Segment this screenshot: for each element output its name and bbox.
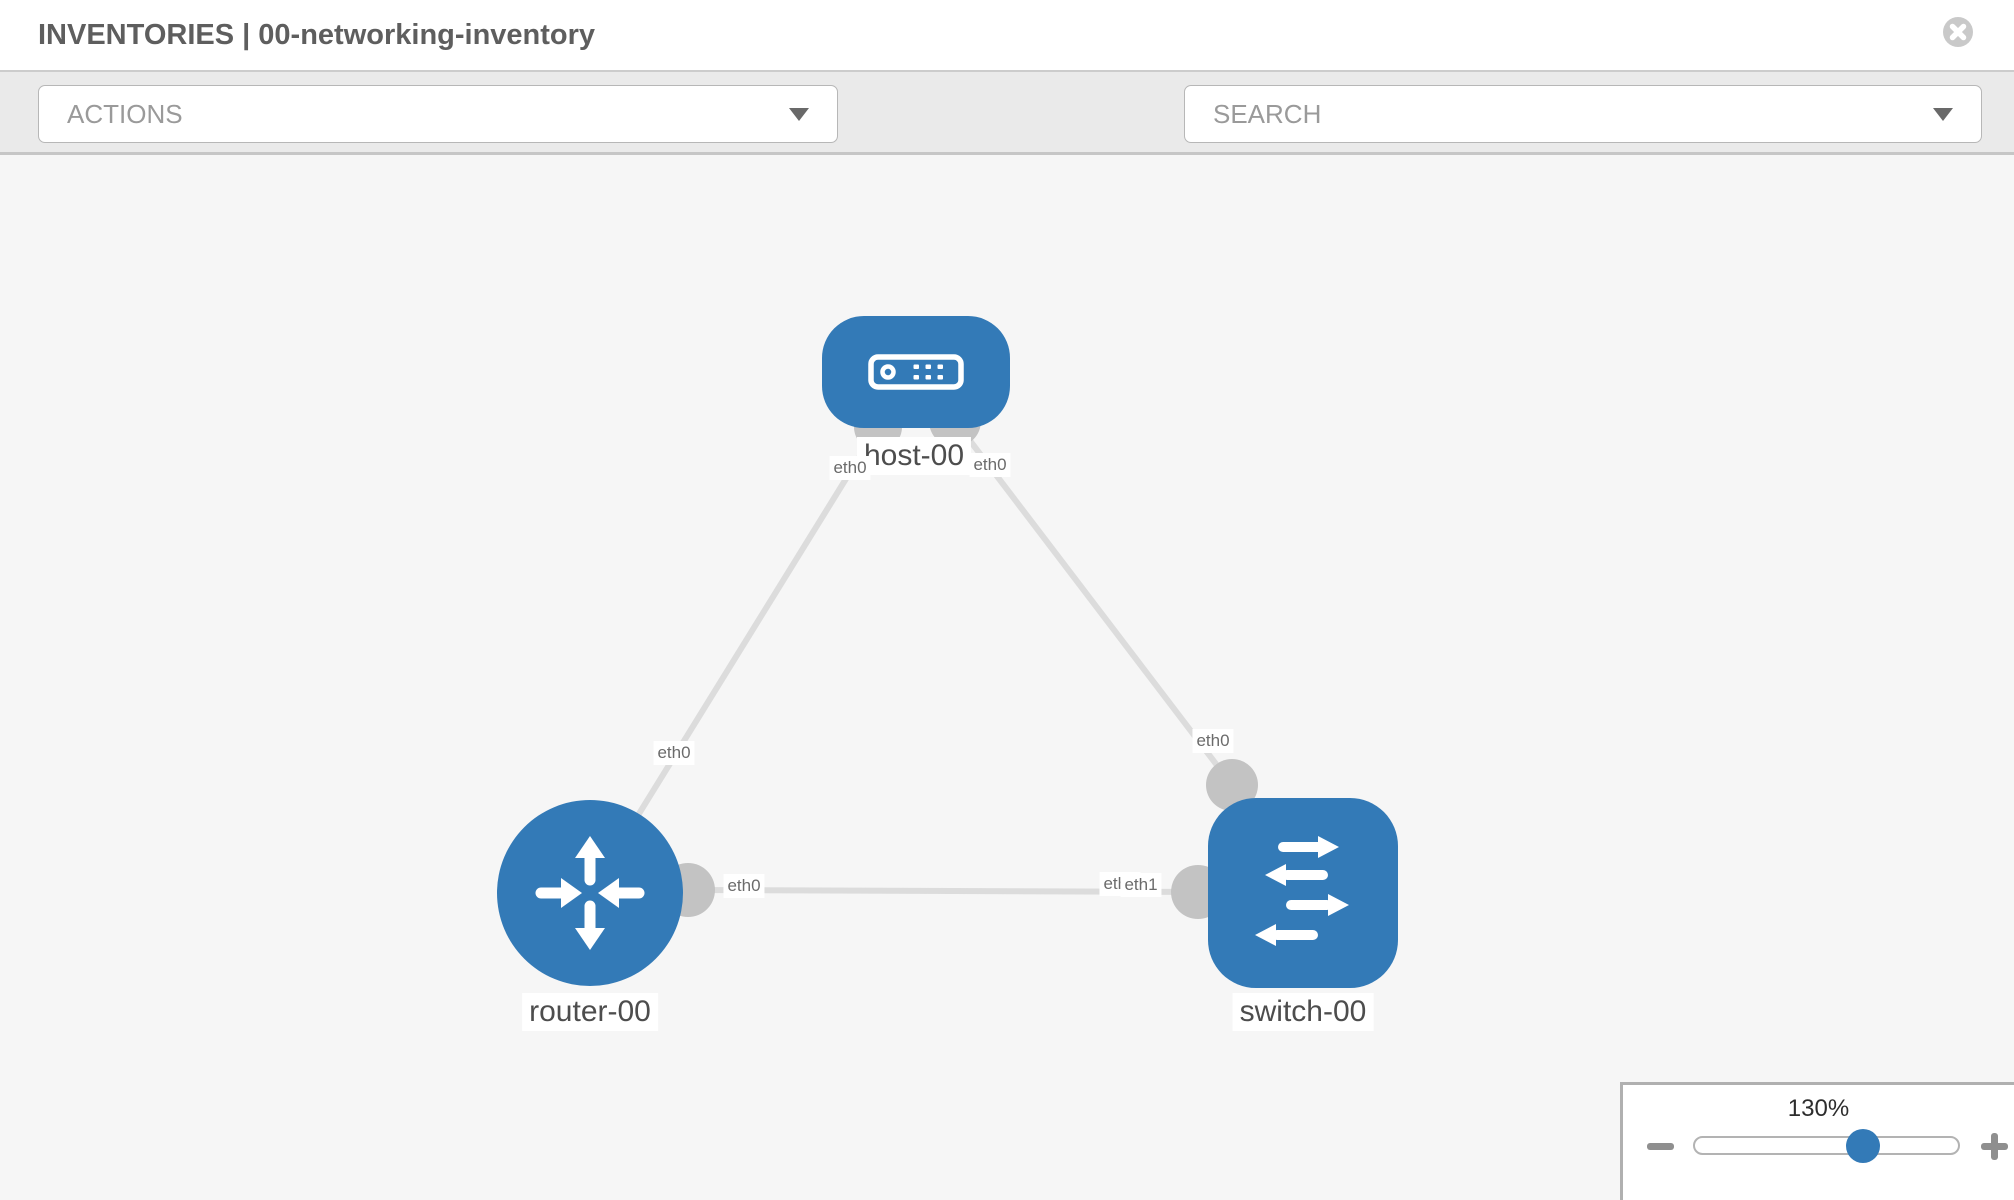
zoom-in-button[interactable] bbox=[1975, 1127, 2013, 1165]
topology-links bbox=[587, 395, 1258, 919]
chevron-down-icon bbox=[789, 107, 809, 121]
plus-icon bbox=[1980, 1132, 2008, 1160]
interface-label: eth0 bbox=[969, 453, 1011, 477]
search-dropdown[interactable]: SEARCH bbox=[1184, 85, 1982, 143]
router-icon bbox=[535, 836, 645, 950]
zoom-panel: 130% bbox=[1620, 1082, 2014, 1200]
zoom-out-button[interactable] bbox=[1641, 1127, 1679, 1165]
switch-icon bbox=[1255, 836, 1349, 946]
host-icon bbox=[868, 354, 964, 390]
node-router-00[interactable] bbox=[497, 800, 683, 986]
actions-dropdown-label: ACTIONS bbox=[67, 98, 183, 129]
header-bar: INVENTORIES | 00-networking-inventory bbox=[0, 0, 2014, 72]
close-icon bbox=[1942, 17, 1974, 51]
node-label-host-00: host-00 bbox=[856, 437, 972, 475]
zoom-value: 130% bbox=[1787, 1095, 1850, 1122]
search-dropdown-label: SEARCH bbox=[1213, 98, 1322, 129]
toolbar: ACTIONS S bbox=[0, 72, 2014, 201]
node-label-switch-00: switch-00 bbox=[1232, 993, 1374, 1031]
minus-icon bbox=[1646, 1142, 1674, 1150]
interface-label: eth1 bbox=[1120, 873, 1162, 897]
node-switch-00[interactable] bbox=[1208, 798, 1398, 988]
close-button[interactable] bbox=[1942, 16, 1974, 48]
node-host-00[interactable] bbox=[822, 316, 1010, 428]
topology-canvas[interactable]: host-00 router-00 switch-00 eth0 eth0 eth0 eth… bbox=[0, 155, 2014, 1200]
interface-label: eth0 bbox=[653, 741, 695, 765]
page-title: INVENTORIES | 00-networking-inventory bbox=[38, 18, 596, 51]
interface-label: eth0 bbox=[723, 874, 765, 898]
interface-label: eth0 bbox=[1192, 729, 1234, 753]
interface-label: eth0 bbox=[829, 456, 871, 480]
chevron-down-icon bbox=[1933, 107, 1953, 121]
actions-dropdown[interactable]: ACTIONS bbox=[38, 85, 838, 143]
node-label-router-00: router-00 bbox=[522, 993, 658, 1031]
zoom-slider[interactable] bbox=[1693, 1128, 1960, 1163]
zoom-slider-thumb[interactable] bbox=[1846, 1128, 1881, 1163]
